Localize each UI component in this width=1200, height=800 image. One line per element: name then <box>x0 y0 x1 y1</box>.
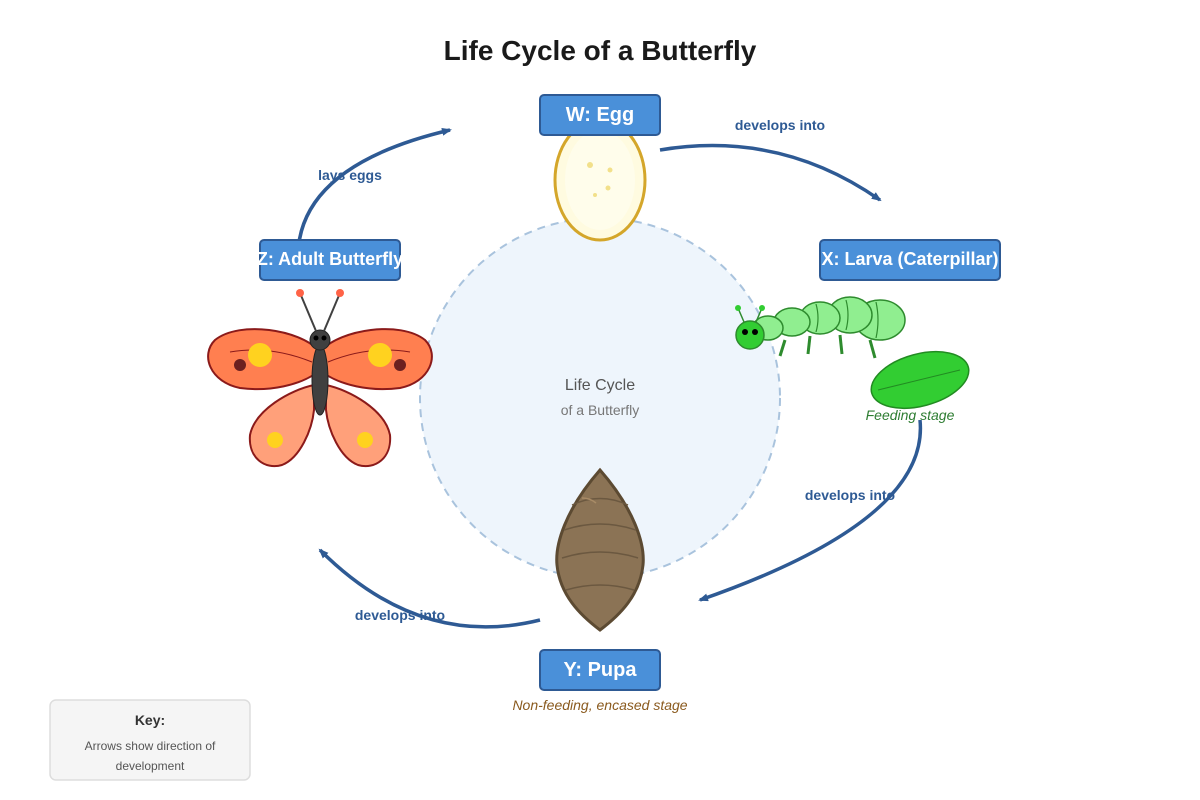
stage-box-egg <box>539 94 661 136</box>
larva-note: Feeding stage <box>866 407 955 423</box>
diagram-title: Life Cycle of a Butterfly <box>444 35 757 66</box>
arrow-larva-to-pupa <box>698 419 923 602</box>
stage-box-adult <box>259 239 401 281</box>
arrow-egg-to-larva <box>659 143 882 202</box>
stage-box-pupa <box>539 649 661 691</box>
stage-label-egg: W: Egg <box>566 104 635 126</box>
key-box: Key: Arrows show direction of developmen… <box>49 699 251 781</box>
arrow-label-egg-to-larva: develops into <box>735 117 825 133</box>
butterfly-illustration <box>207 289 433 468</box>
center-label-line1: Life Cycle <box>565 377 635 394</box>
egg-illustration <box>553 118 647 242</box>
arrow-pupa-to-adult <box>318 548 541 629</box>
leaf-illustration <box>870 350 970 410</box>
stage-label-adult: Z: Adult Butterfly <box>257 249 403 269</box>
pupa-illustration <box>555 467 645 632</box>
key-title: Key: <box>135 712 165 728</box>
arrow-label-adult-to-egg: lays eggs <box>318 167 382 183</box>
pupa-note: Non-feeding, encased stage <box>512 697 687 713</box>
stage-label-pupa: Y: Pupa <box>564 659 638 681</box>
arrow-label-pupa-to-adult: develops into <box>355 607 445 623</box>
key-text-line2: development <box>116 759 185 773</box>
center-label-line2: of a Butterfly <box>561 402 640 418</box>
key-text-line1: Arrows show direction of <box>85 739 216 753</box>
stage-label-larva: X: Larva (Caterpillar) <box>821 249 998 269</box>
caterpillar-illustration <box>735 296 906 359</box>
arrow-label-larva-to-pupa: develops into <box>805 487 895 503</box>
stage-box-larva <box>819 239 1001 281</box>
